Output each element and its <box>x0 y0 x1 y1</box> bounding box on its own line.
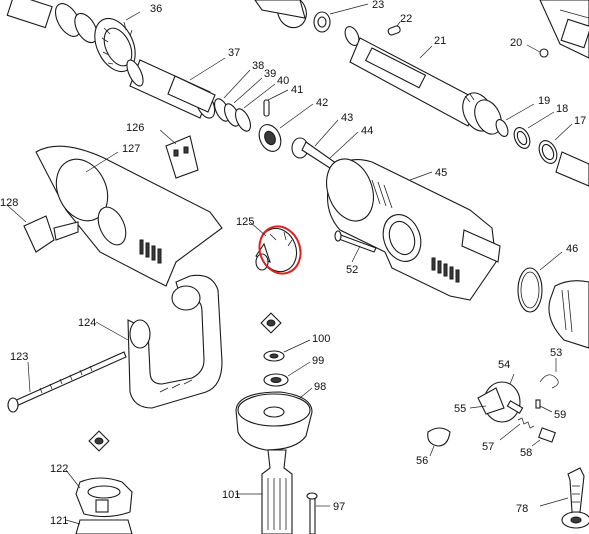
part-125-clamp-nut-highlighted <box>249 221 302 275</box>
callout-59: 59 <box>554 409 566 421</box>
callout-21: 21 <box>434 35 446 47</box>
callout-43: 43 <box>341 112 353 124</box>
callout-128: 128 <box>0 197 18 209</box>
callout-124: 124 <box>78 317 96 329</box>
part-57-spring <box>499 417 535 441</box>
callout-78: 78 <box>516 503 528 515</box>
part-55-rotor-plate <box>469 373 524 423</box>
part-59-pin <box>535 399 553 413</box>
part-126-clamp <box>159 129 199 179</box>
callout-126: 126 <box>126 122 144 134</box>
part-124-d-handle <box>95 274 223 409</box>
callout-58: 58 <box>520 447 532 459</box>
callout-100: 100 <box>312 333 330 345</box>
part-top-right-tube <box>539 0 589 59</box>
part-23-bearing <box>254 0 369 33</box>
callout-22: 22 <box>400 13 412 25</box>
callout-55: 55 <box>454 403 466 415</box>
part-53-spring <box>539 358 559 389</box>
part-56-cap <box>427 427 451 457</box>
grease-symbol-lower <box>88 430 110 452</box>
part-101-cylinder <box>236 449 293 534</box>
callout-99: 99 <box>312 355 324 367</box>
part-121-bracket <box>65 519 133 534</box>
callout-44: 44 <box>361 125 373 137</box>
part-46-retaining-ring <box>517 251 563 313</box>
part-97-rod <box>306 492 330 534</box>
part-motor-housing-right <box>548 280 589 349</box>
part-21-tool-holder-sleeve <box>344 26 502 135</box>
callout-101: 101 <box>222 489 240 501</box>
callout-53: 53 <box>550 347 562 359</box>
callout-98: 98 <box>314 381 326 393</box>
callout-97: 97 <box>333 501 345 513</box>
callout-17: 17 <box>574 115 586 127</box>
part-122-switch-holder <box>65 469 133 518</box>
callout-40: 40 <box>277 75 289 87</box>
part-38-40-rings <box>214 69 276 132</box>
part-99-bearing <box>263 361 311 387</box>
callout-36: 36 <box>150 3 162 15</box>
callout-38: 38 <box>252 60 264 72</box>
part-37-spindle <box>126 57 226 119</box>
callout-19: 19 <box>538 95 550 107</box>
part-17-ring <box>538 123 573 164</box>
callout-42: 42 <box>316 97 328 109</box>
part-127-side-handle-housing <box>35 145 223 287</box>
part-22-key <box>387 21 401 36</box>
callout-41: 41 <box>291 84 303 96</box>
callout-37: 37 <box>228 47 240 59</box>
top-left-parts <box>6 0 98 44</box>
callout-18: 18 <box>556 103 568 115</box>
part-78-brush-holder <box>539 467 589 529</box>
highlight-ring <box>258 225 302 275</box>
callout-56: 56 <box>416 455 428 467</box>
callout-121: 121 <box>50 515 68 527</box>
part-right-shaft <box>555 151 589 187</box>
part-100-bearing <box>263 339 311 362</box>
part-18-ring <box>513 111 555 149</box>
part-52-screw <box>334 230 377 263</box>
part-45-gear-housing <box>326 158 501 301</box>
callout-123: 123 <box>10 351 28 363</box>
part-98-bearing-housing <box>235 387 313 451</box>
callout-39: 39 <box>264 68 276 80</box>
part-19-ring <box>495 103 535 137</box>
grease-symbol-upper <box>260 312 282 334</box>
callout-45: 45 <box>435 167 447 179</box>
callout-46: 46 <box>566 243 578 255</box>
callout-23: 23 <box>372 0 384 11</box>
part-123-bolt <box>7 351 127 413</box>
part-20-screw <box>526 44 549 58</box>
callout-52: 52 <box>346 264 358 276</box>
callout-20: 20 <box>510 37 522 49</box>
callout-57: 57 <box>482 441 494 453</box>
part-42-bushing <box>258 103 314 152</box>
callout-122: 122 <box>50 463 68 475</box>
callout-127: 127 <box>122 143 140 155</box>
part-36-clutch-gear <box>94 11 141 73</box>
part-58-block <box>531 427 556 447</box>
callout-125: 125 <box>236 216 254 228</box>
part-41-pin <box>263 89 289 117</box>
callout-54: 54 <box>498 359 510 371</box>
part-128-knob <box>7 205 79 253</box>
